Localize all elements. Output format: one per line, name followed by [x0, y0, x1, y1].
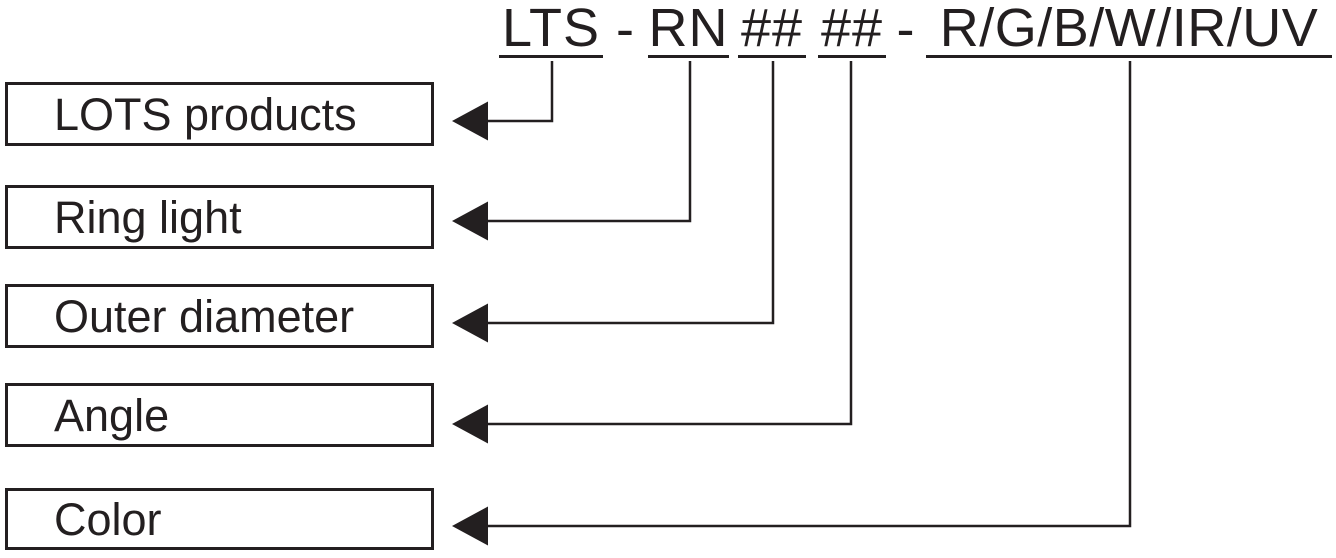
arrow-left-icon	[452, 101, 488, 141]
label-box-outer-diameter: Outer diameter	[5, 284, 434, 348]
label-lots-products: LOTS products	[54, 88, 357, 140]
label-ring-light: Ring light	[54, 191, 242, 243]
label-box-lots-products: LOTS products	[5, 82, 434, 146]
code-segment-outer-diameter-text: ##	[740, 0, 804, 58]
code-segment-color: R/G/B/W/IR/UV	[926, 0, 1332, 58]
code-segment-angle: ##	[818, 0, 886, 58]
label-angle: Angle	[54, 389, 170, 441]
code-separator-2: -	[886, 0, 926, 58]
arrow-left-icon	[452, 201, 488, 241]
label-outer-diameter: Outer diameter	[54, 290, 355, 342]
arrow-left-icon	[452, 303, 488, 343]
connector-line-outer-diameter	[487, 61, 775, 325]
label-color: Color	[54, 493, 162, 545]
code-segment-rn-text: RN	[648, 0, 729, 58]
connector-line-color	[487, 61, 1132, 528]
code-segment-outer-diameter: ##	[738, 0, 806, 58]
code-segment-lts-text: LTS	[501, 0, 601, 58]
code-separator-2-text: -	[896, 0, 916, 59]
code-segment-lts: LTS	[499, 0, 603, 58]
label-box-angle: Angle	[5, 383, 434, 447]
code-segment-angle-text: ##	[820, 0, 884, 58]
connector-line-ring-light	[487, 61, 692, 223]
label-box-ring-light: Ring light	[5, 185, 434, 249]
code-segment-rn: RN	[648, 0, 729, 58]
connector-line-lots-products	[487, 61, 554, 123]
connector-line-angle	[487, 61, 853, 426]
code-segment-color-text: R/G/B/W/IR/UV	[939, 0, 1319, 58]
arrow-left-icon	[452, 506, 488, 546]
code-separator-1-text: -	[616, 0, 635, 59]
label-box-color: Color	[5, 488, 434, 550]
code-separator-1: -	[603, 0, 648, 58]
arrow-left-icon	[452, 404, 488, 444]
